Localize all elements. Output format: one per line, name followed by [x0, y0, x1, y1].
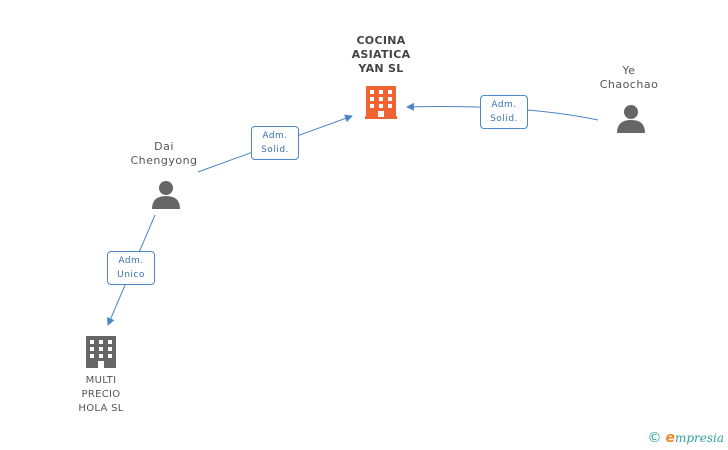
- company-label-multi[interactable]: MULTI PRECIO HOLA SL: [51, 374, 151, 416]
- label-line: Dai: [154, 140, 174, 153]
- role-line: Unico: [117, 270, 145, 280]
- brand-name: mpresia: [674, 431, 724, 445]
- label-line: Chaochao: [599, 78, 659, 91]
- label-line: MULTI: [85, 375, 117, 386]
- role-line: Adm.: [491, 100, 517, 110]
- label-line: COCINA: [356, 34, 406, 47]
- role-badge-dai-multi[interactable]: Adm. Unico: [107, 251, 155, 285]
- role-line: Solid.: [261, 145, 289, 155]
- label-line: PRECIO: [81, 389, 121, 400]
- brand-initial: e: [665, 430, 675, 446]
- person-icon-ye[interactable]: [617, 105, 645, 133]
- copyright-icon: ©: [647, 430, 662, 446]
- role-line: Adm.: [262, 131, 288, 141]
- label-line: ASIATICA: [351, 48, 411, 61]
- empresia-logo[interactable]: © empresia: [647, 430, 724, 446]
- label-line: Ye: [622, 64, 636, 77]
- role-line: Adm.: [118, 256, 144, 266]
- person-icon-dai[interactable]: [152, 181, 180, 209]
- company-label-cocina[interactable]: COCINA ASIATICA YAN SL: [331, 34, 431, 76]
- building-icon-cocina[interactable]: [365, 86, 397, 119]
- label-line: YAN SL: [358, 62, 404, 75]
- role-badge-ye-cocina[interactable]: Adm. Solid.: [480, 95, 528, 129]
- person-label-dai[interactable]: Dai Chengyong: [114, 140, 214, 168]
- building-icon-multi[interactable]: [86, 336, 116, 368]
- person-label-ye[interactable]: Ye Chaochao: [579, 64, 679, 92]
- role-line: Solid.: [490, 114, 518, 124]
- label-line: Chengyong: [130, 154, 198, 167]
- label-line: HOLA SL: [78, 403, 124, 414]
- role-badge-dai-cocina[interactable]: Adm. Solid.: [251, 126, 299, 160]
